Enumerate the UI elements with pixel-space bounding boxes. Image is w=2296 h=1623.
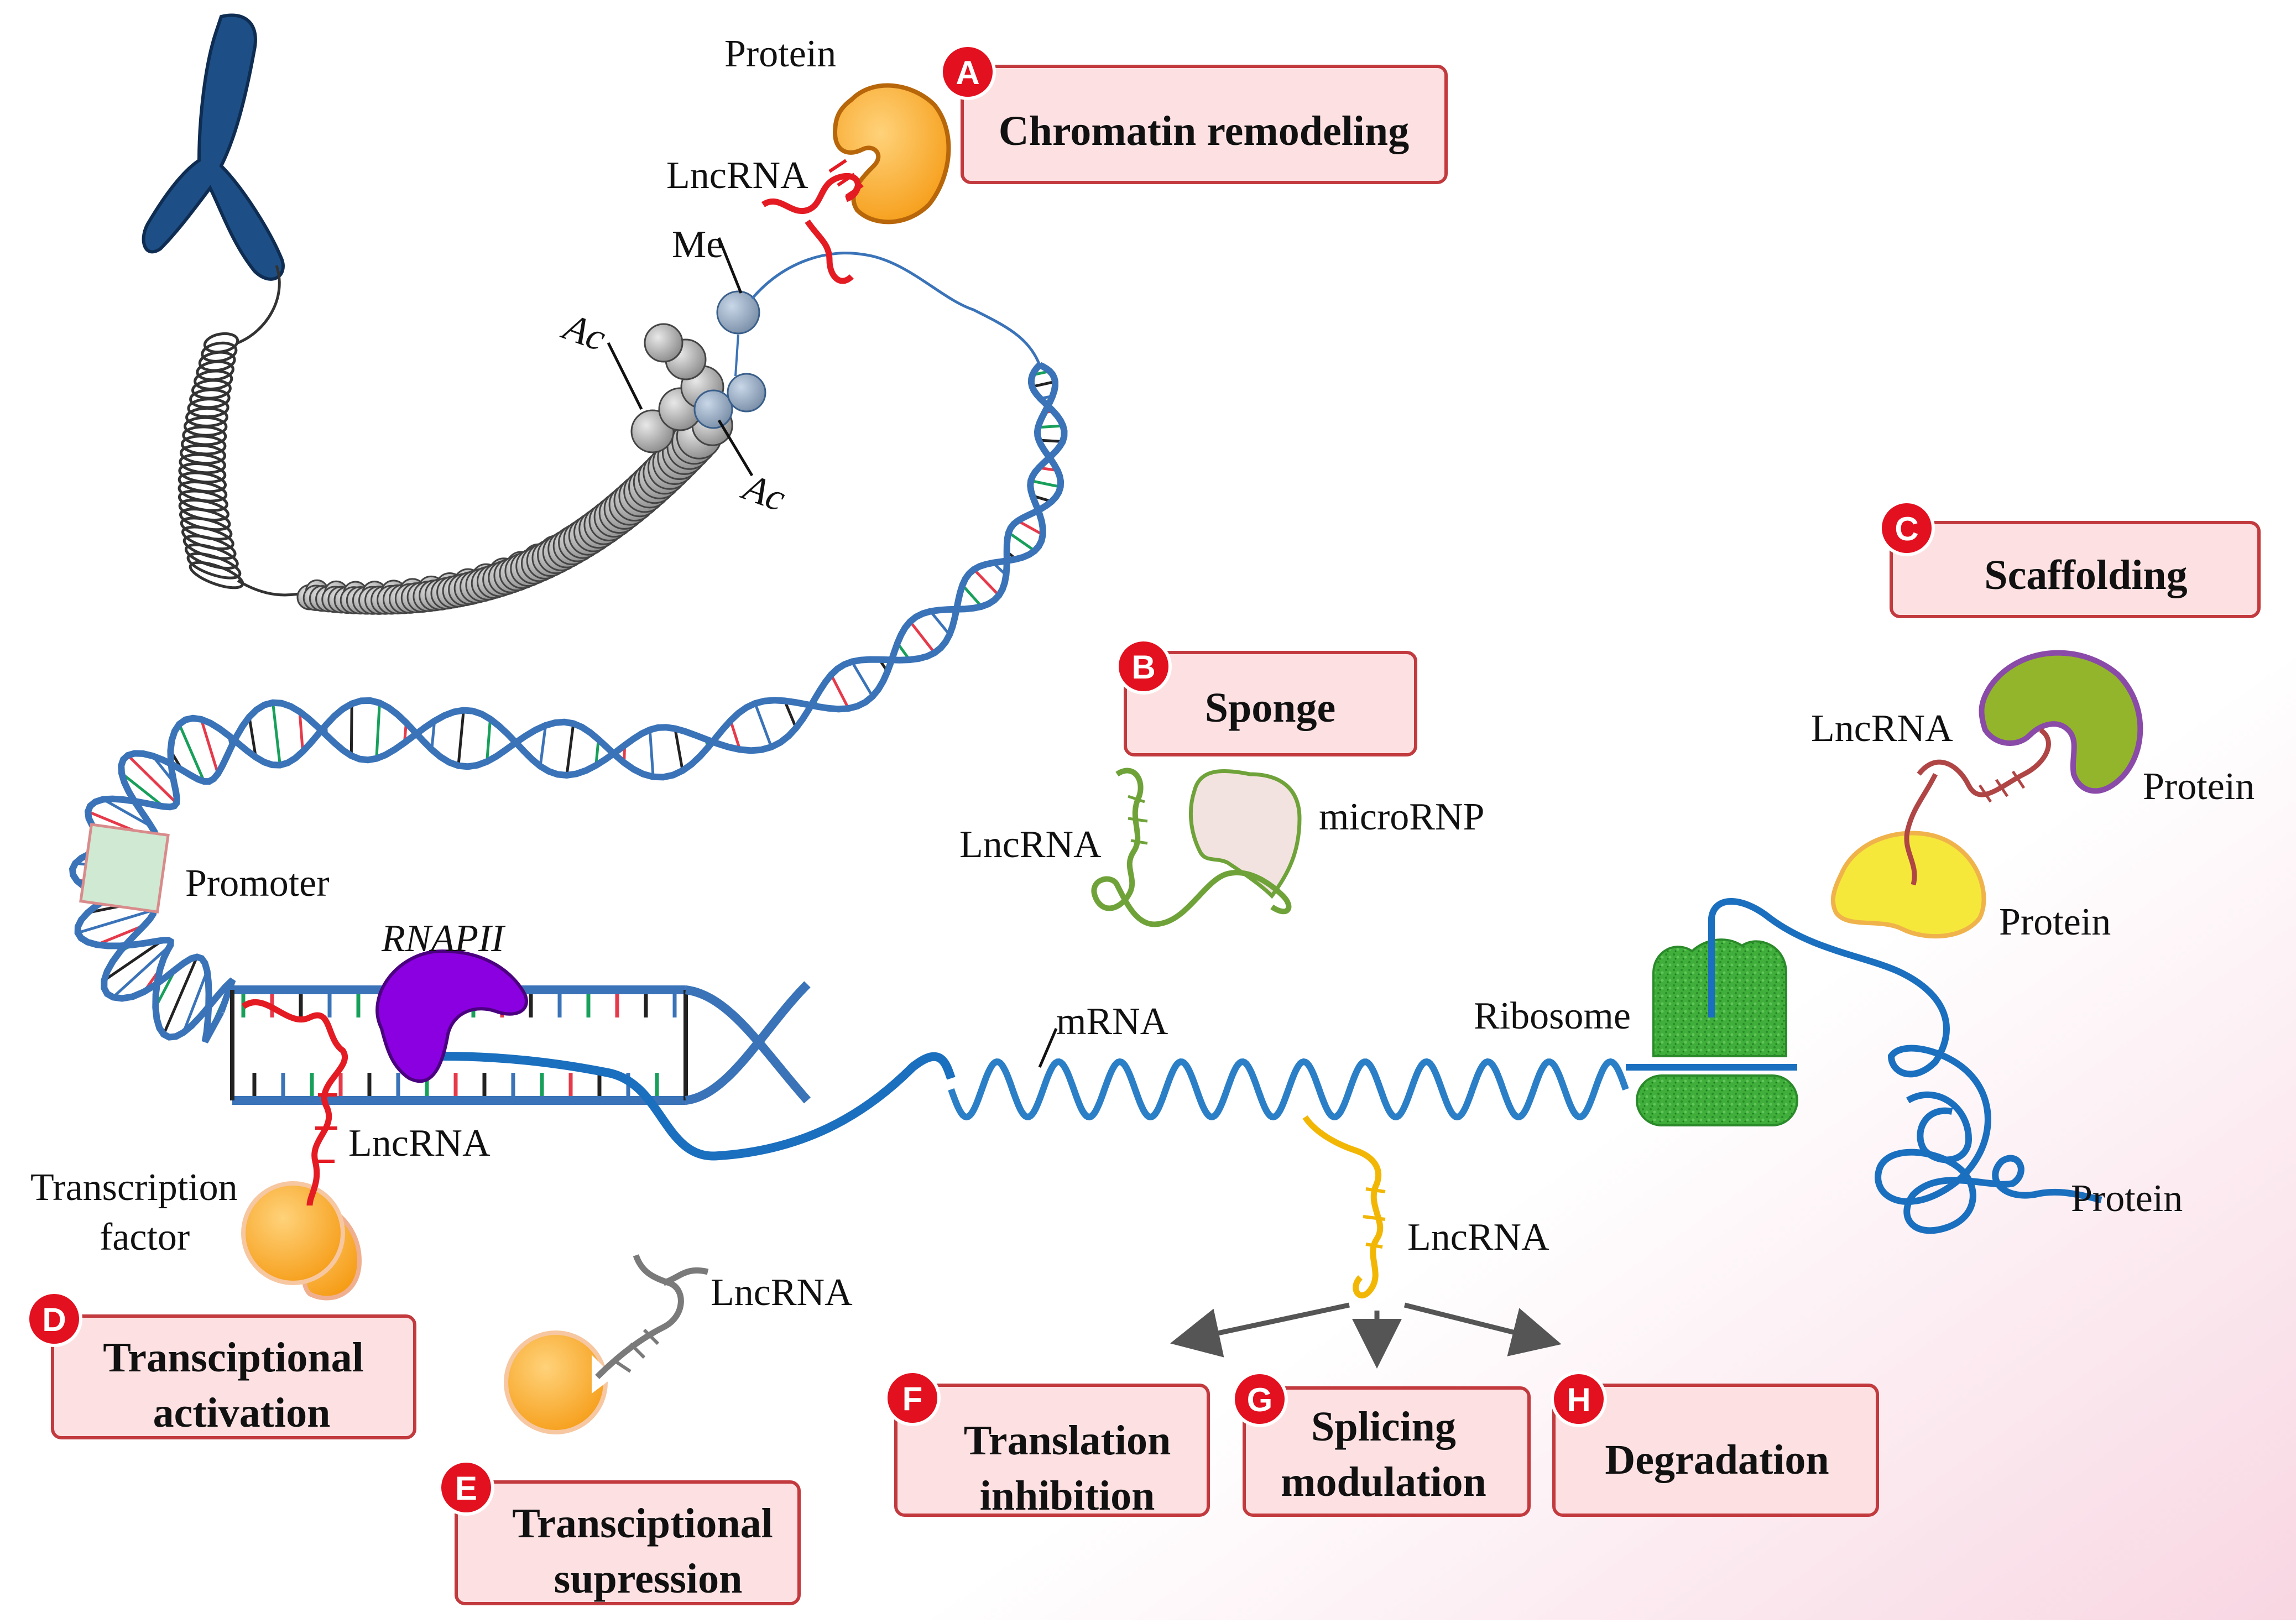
box-e-text-line2: supression <box>554 1556 743 1602</box>
chromatin-remodeling-protein <box>835 86 948 222</box>
label-lncrna-a: LncRNA <box>666 154 808 197</box>
label-promoter: Promoter <box>185 862 330 905</box>
box-chromatin-remodeling: Chromatin remodeling A <box>941 45 1446 182</box>
badge-d-text: D <box>42 1301 66 1338</box>
box-g-text-line2: modulation <box>1281 1459 1486 1505</box>
promoter-box <box>81 824 168 912</box>
label-micrornp: microRNP <box>1319 796 1484 838</box>
label-protein-c2: Protein <box>1999 901 2111 943</box>
box-translation-inhibition: Translation inhibition F <box>886 1371 1208 1519</box>
label-me: Me <box>672 223 723 266</box>
label-protein-a: Protein <box>724 33 836 75</box>
box-c-text: Scaffolding <box>1984 552 2187 598</box>
badge-f-text: F <box>902 1380 923 1417</box>
badge-b-text: B <box>1131 649 1155 686</box>
box-splicing-modulation: Splicing modulation G <box>1233 1372 1529 1515</box>
box-sponge: Sponge B <box>1117 640 1416 755</box>
box-transcriptional-suppression: Transciptional supression E <box>440 1461 799 1604</box>
box-e-text-line1: Transciptional <box>512 1500 773 1547</box>
label-rnapii: RNAPII <box>381 917 506 960</box>
label-lncrna-d: LncRNA <box>348 1122 490 1165</box>
label-lncrna-c: LncRNA <box>1811 707 1953 750</box>
label-protein-c1: Protein <box>2143 765 2255 808</box>
badge-h-text: H <box>1567 1381 1590 1418</box>
box-d-text-line1: Transciptional <box>103 1334 364 1381</box>
label-protein-ribo: Protein <box>2071 1177 2183 1220</box>
badge-e-text: E <box>455 1470 477 1507</box>
box-f-text-line2: inhibition <box>980 1473 1155 1519</box>
label-transcription-factor-line2: factor <box>100 1216 190 1259</box>
label-lncrna-b: LncRNA <box>959 823 1102 866</box>
box-g-text-line1: Splicing <box>1311 1403 1456 1450</box>
ribosome <box>1637 940 1797 1125</box>
box-b-text: Sponge <box>1205 685 1336 731</box>
box-a-text: Chromatin remodeling <box>999 108 1409 154</box>
label-mrna: mRNA <box>1056 1000 1168 1043</box>
label-lncrna-fgh: LncRNA <box>1407 1216 1549 1259</box>
label-ribosome: Ribosome <box>1474 995 1631 1037</box>
badge-a-text: A <box>956 54 979 91</box>
label-transcription-factor-line1: Transcription <box>30 1166 238 1209</box>
box-f-text-line1: Translation <box>964 1417 1171 1464</box>
badge-c-text: C <box>1895 510 1918 547</box>
badge-g-text: G <box>1247 1381 1273 1418</box>
label-lncrna-e: LncRNA <box>711 1271 853 1314</box>
box-degradation: Degradation H <box>1552 1372 1877 1515</box>
box-h-text: Degradation <box>1605 1437 1829 1483</box>
box-d-text-line2: activation <box>153 1390 331 1436</box>
